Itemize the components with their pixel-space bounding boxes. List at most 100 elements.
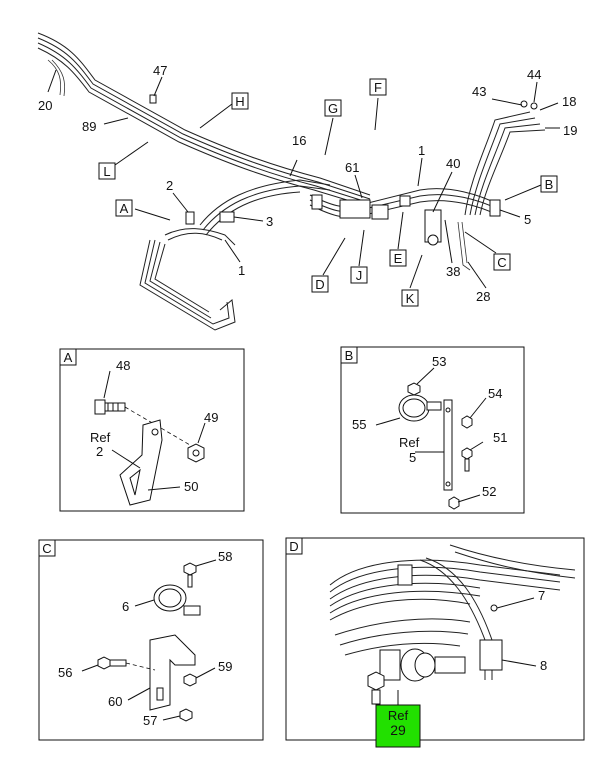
- clamp-3: [219, 211, 235, 223]
- detail-d-part-7: 7: [538, 588, 545, 603]
- detail-b-ref-label: Ref: [399, 435, 420, 450]
- detail-b-part-51: 51: [493, 430, 507, 445]
- detail-d-part-8: 8: [540, 658, 547, 673]
- part-number-47: 47: [153, 63, 167, 78]
- letter-label-b: B: [545, 177, 554, 192]
- detail-a-part-48: 48: [116, 358, 130, 373]
- detail-d-ref-number: 29: [390, 722, 406, 738]
- detail-a-frame: [59, 348, 245, 512]
- detail-c-part-58: 58: [218, 549, 232, 564]
- letter-label-d: D: [315, 277, 324, 292]
- bolt-53: [407, 382, 421, 396]
- connector-j: [371, 204, 389, 220]
- part-number-18: 18: [562, 94, 576, 109]
- strap-ref-5: [443, 399, 453, 491]
- clamp-55: [398, 394, 442, 422]
- part-number-2: 2: [166, 178, 173, 193]
- detail-b-part-53: 53: [432, 354, 446, 369]
- screw-51: [461, 447, 473, 472]
- bracket-slot-60: [156, 687, 164, 701]
- detail-c-part-59: 59: [218, 659, 232, 674]
- detail-d-bracket-8: [479, 639, 503, 671]
- letter-label-j: J: [356, 268, 363, 283]
- clip-47: [149, 94, 157, 104]
- detail-a-part-50: 50: [184, 479, 198, 494]
- detail-a-ref-number: 2: [96, 444, 103, 459]
- detail-b-title: B: [345, 348, 354, 363]
- detail-c-part-56: 56: [58, 665, 72, 680]
- bracket-5: [489, 199, 501, 217]
- letter-label-e: E: [394, 251, 403, 266]
- cap-44: [530, 102, 538, 110]
- detail-d-bracket-top: [397, 564, 413, 586]
- bracket-ref-2: [119, 419, 163, 506]
- bolt-56: [97, 656, 127, 670]
- part-number-1: 1: [238, 263, 245, 278]
- part-number-3: 3: [266, 214, 273, 229]
- detail-c-part-60: 60: [108, 694, 122, 709]
- screw-58: [183, 562, 197, 588]
- detail-c-frame: [38, 539, 264, 741]
- part-number-20: 20: [38, 98, 52, 113]
- detail-a-part-49: 49: [204, 410, 218, 425]
- part-number-61: 61: [345, 160, 359, 175]
- detail-d-bolt-29: [367, 671, 385, 705]
- detail-d: D 7: [285, 537, 585, 748]
- detail-a-ref-label: Ref: [90, 430, 111, 445]
- part-number-5: 5: [524, 212, 531, 227]
- cap-43: [520, 100, 528, 108]
- nut-57: [179, 708, 193, 722]
- detail-a: A 48 49 50 Ref 2: [59, 348, 245, 512]
- nut-59: [183, 673, 197, 687]
- detail-a-title: A: [64, 350, 73, 365]
- detail-c-part-57: 57: [143, 713, 157, 728]
- part-number-44: 44: [527, 67, 541, 82]
- detail-b-frame: [340, 346, 525, 514]
- detail-b: B 53 54 55 51: [340, 346, 525, 514]
- part-number-16: 16: [292, 133, 306, 148]
- detail-d-fitting: [379, 648, 466, 682]
- bracket-hole: [151, 428, 159, 436]
- bracket-slot: [129, 468, 141, 496]
- part-number-1b: 1: [418, 143, 425, 158]
- letter-label-f: F: [374, 80, 382, 95]
- main-part-numbers: 20 47 89 2 3 1 16 61 1 40 43 44 18 19 5 …: [38, 63, 577, 304]
- clamp-6: [153, 584, 201, 616]
- letter-label-k: K: [406, 291, 415, 306]
- detail-c-title: C: [42, 541, 51, 556]
- part-number-43: 43: [472, 84, 486, 99]
- part-number-89: 89: [82, 119, 96, 134]
- part-number-40: 40: [446, 156, 460, 171]
- detail-c: C 58: [38, 539, 264, 741]
- detail-d-title: D: [289, 539, 298, 554]
- letter-label-h: H: [235, 94, 244, 109]
- letter-label-c: C: [497, 255, 506, 270]
- main-leader-lines: [47, 69, 560, 289]
- strap-hole-top: [445, 407, 451, 413]
- detail-b-part-54: 54: [488, 386, 502, 401]
- letter-label-a: A: [120, 201, 129, 216]
- fitting-k: [427, 234, 439, 246]
- part-number-28: 28: [476, 289, 490, 304]
- detail-d-clip-7: [490, 604, 498, 612]
- bracket-2: [185, 211, 195, 225]
- main-assembly-view: A H L G F B C D J E K 20 47 89: [37, 32, 577, 331]
- connector-61: [339, 199, 371, 219]
- detail-b-part-55: 55: [352, 417, 366, 432]
- part-number-38: 38: [446, 264, 460, 279]
- part-number-19: 19: [563, 123, 577, 138]
- right-tube-riser: [457, 100, 546, 271]
- detail-d-ref-label: Ref: [388, 708, 409, 723]
- bolt-48: [94, 399, 126, 415]
- detail-d-frame: [285, 537, 585, 741]
- central-junction: [309, 188, 501, 246]
- nut-52: [448, 496, 460, 510]
- nut-49: [187, 443, 205, 463]
- nut-54: [461, 415, 473, 429]
- clip-d: [311, 194, 323, 210]
- detail-c-part-6: 6: [122, 599, 129, 614]
- detail-b-ref-number: 5: [409, 450, 416, 465]
- ref-29-highlight: [375, 704, 421, 748]
- detail-b-part-52: 52: [482, 484, 496, 499]
